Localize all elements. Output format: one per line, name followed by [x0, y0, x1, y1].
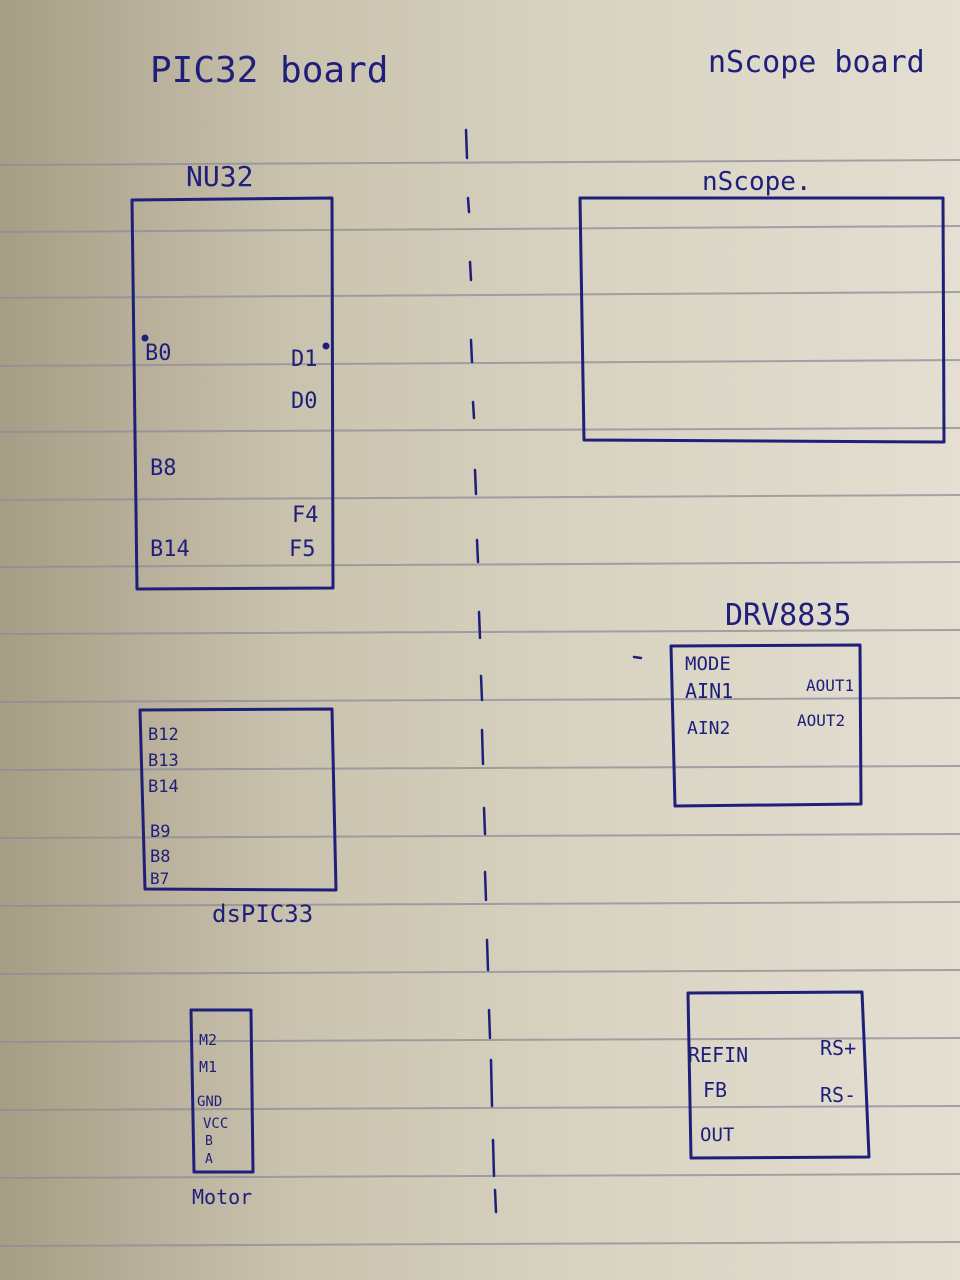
dspic33-pin-3: B14 — [148, 777, 179, 797]
nu32-pin-right-1: D1 — [291, 347, 318, 372]
nu32-pin-right-4: F5 — [289, 537, 316, 562]
center-divider — [464, 128, 498, 1214]
stray-mark — [632, 655, 643, 660]
nu32-pin-dot — [322, 342, 330, 350]
sensor-pin-right-2: RS- — [820, 1083, 856, 1107]
motor-pin-5: B — [205, 1134, 213, 1149]
sensor-block: REFIN FB OUT RS+ RS- — [686, 990, 871, 1160]
drv8835-pin-left-1: MODE — [685, 653, 731, 675]
sensor-outline — [686, 990, 871, 1160]
nscope-outline — [578, 196, 946, 444]
motor-pin-3: GND — [197, 1094, 222, 1110]
dspic33-pin-2: B13 — [148, 751, 179, 771]
nu32-pin-left-2: B8 — [150, 456, 177, 481]
drv8835-title: DRV8835 — [725, 598, 851, 633]
motor-block: M2 M1 GND VCC B A Motor — [189, 1008, 255, 1209]
ruled-lines — [0, 159, 960, 1247]
nu32-pin-left-1: B0 — [145, 341, 172, 366]
nscope-block: nScope. — [578, 167, 946, 444]
nu32-pin-right-3: F4 — [292, 503, 319, 528]
motor-pin-2: M1 — [199, 1058, 217, 1076]
heading-right: nScope board — [708, 45, 925, 80]
sensor-pin-right-1: RS+ — [820, 1036, 856, 1060]
motor-pin-4: VCC — [203, 1116, 228, 1132]
nu32-pin-right-2: D0 — [291, 389, 318, 414]
drv8835-pin-right-1: AOUT1 — [806, 676, 854, 695]
dspic33-pin-5: B8 — [150, 847, 170, 867]
drv8835-pin-left-3: AIN2 — [687, 718, 730, 739]
nu32-outline — [130, 196, 335, 591]
motor-pin-6: A — [205, 1152, 213, 1167]
dspic33-outline — [138, 707, 338, 892]
sensor-pin-left-1: REFIN — [688, 1043, 748, 1067]
drv8835-pin-left-2: AIN1 — [685, 679, 733, 703]
nu32-pin-left-3: B14 — [150, 537, 190, 562]
dspic33-pin-4: B9 — [150, 822, 170, 842]
nu32-title: NU32 — [186, 160, 253, 193]
drv8835-outline — [669, 643, 863, 808]
drv8835-pin-right-2: AOUT2 — [797, 711, 845, 730]
motor-pin-1: M2 — [199, 1031, 217, 1049]
sensor-pin-left-3: OUT — [700, 1124, 734, 1146]
nscope-title: nScope. — [702, 167, 812, 197]
dspic33-title: dsPIC33 — [212, 900, 313, 928]
dspic33-block: B12 B13 B14 B9 B8 B7 dsPIC33 — [138, 707, 338, 928]
heading-left: PIC32 board — [150, 50, 388, 91]
nu32-block: NU32 B0 B8 B14 D1 D0 F4 F5 — [130, 160, 335, 591]
drv8835-block: DRV8835 MODE AIN1 AIN2 AOUT1 AOUT2 — [632, 598, 863, 808]
nu32-pin-dot — [141, 334, 149, 342]
dspic33-pin-1: B12 — [148, 725, 179, 745]
motor-outline — [189, 1008, 255, 1174]
sensor-pin-left-2: FB — [703, 1078, 727, 1102]
dspic33-pin-6: B7 — [150, 869, 169, 888]
motor-title: Motor — [192, 1185, 252, 1209]
